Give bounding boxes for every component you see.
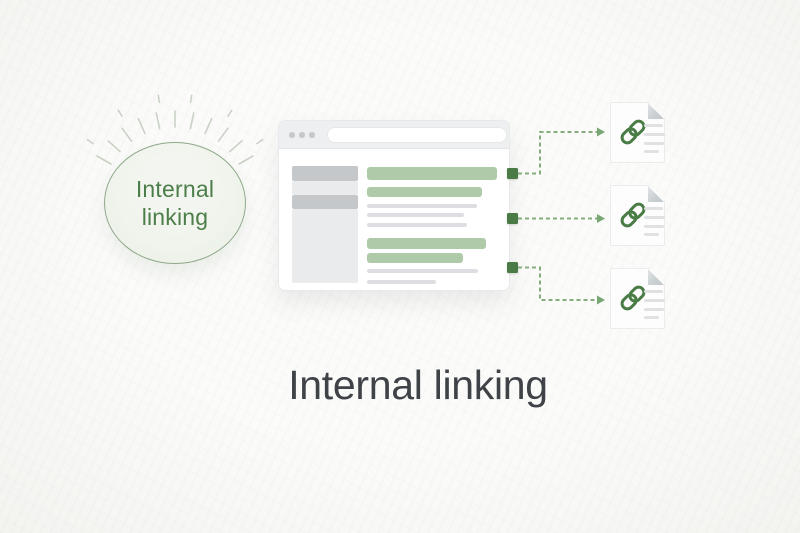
link-anchor-node (507, 168, 518, 179)
window-control-dot-icon (309, 132, 315, 138)
sidebar-block-light (292, 181, 358, 195)
doc-text-line (644, 308, 664, 311)
link-arrow-up (518, 127, 605, 175)
text-row (367, 204, 477, 208)
arrowhead-icon (597, 295, 605, 305)
linked-document-card (610, 185, 665, 246)
text-row (367, 280, 436, 284)
highlighted-link-row (367, 167, 497, 180)
burst-rays-icon (86, 94, 264, 165)
badge-label-line2: linking (141, 204, 209, 230)
doc-text-line (644, 124, 663, 127)
text-row (367, 269, 478, 273)
link-arrow-straight (518, 214, 605, 223)
chain-link-icon (618, 117, 648, 147)
doc-text-line (644, 216, 665, 219)
window-control-dot-icon (289, 132, 295, 138)
link-arrow-down (518, 266, 605, 305)
link-anchor-node (507, 262, 518, 273)
highlighted-link-row (367, 187, 482, 197)
illustration-caption: Internal linking (288, 362, 548, 408)
window-control-dot-icon (299, 132, 305, 138)
doc-text-line (644, 150, 659, 153)
linked-document-card (610, 102, 665, 163)
text-row (367, 223, 467, 227)
doc-text-line (644, 207, 663, 210)
linked-document-card (610, 268, 665, 329)
browser-window (278, 120, 510, 291)
highlighted-link-row (367, 238, 486, 249)
doc-text-line (644, 299, 665, 302)
text-row (367, 213, 464, 217)
page-fold-icon (648, 186, 664, 202)
badge-label-line1: Internal (135, 176, 215, 202)
arrowhead-icon (597, 214, 605, 223)
sidebar-block-dark (292, 166, 358, 181)
sidebar-block-dark (292, 195, 358, 209)
page-fold-icon (648, 269, 664, 285)
page-fold-icon (648, 103, 664, 119)
link-anchor-node (507, 213, 518, 224)
doc-text-line (644, 142, 664, 145)
doc-text-line (644, 316, 659, 319)
browser-header (279, 121, 509, 149)
arrowhead-icon (597, 127, 605, 137)
url-bar (327, 127, 507, 143)
chain-link-icon (618, 283, 648, 313)
highlighted-link-row (367, 253, 463, 263)
doc-text-line (644, 233, 659, 236)
sidebar-block-light (292, 209, 358, 283)
chain-link-icon (618, 200, 648, 230)
doc-text-line (644, 133, 665, 136)
internal-linking-badge: Internal linking (104, 142, 246, 264)
doc-text-line (644, 225, 664, 228)
doc-text-line (644, 290, 663, 293)
